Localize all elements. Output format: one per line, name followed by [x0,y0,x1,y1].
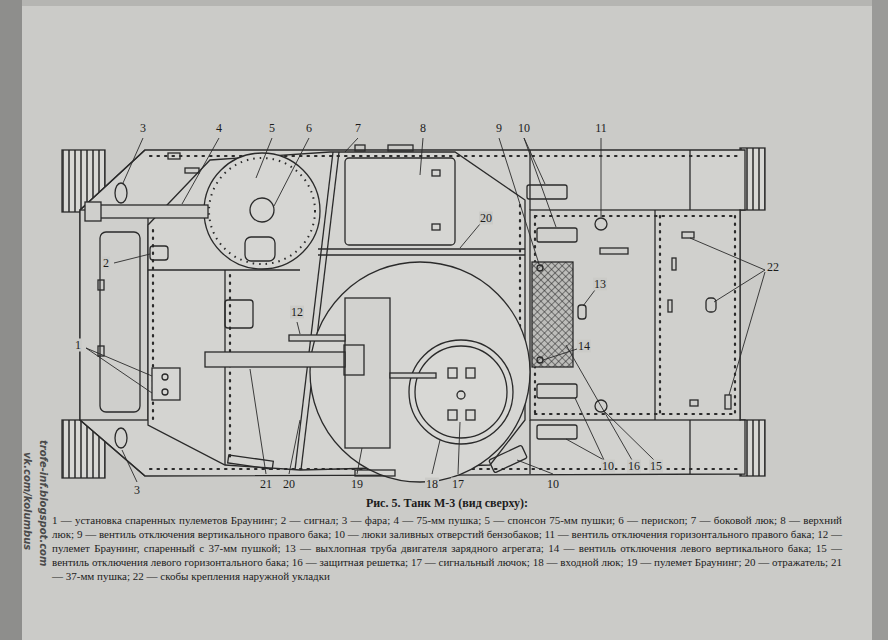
callout-number: 9 [495,122,503,135]
callout-number: 15 [649,460,663,473]
callout-number: 10 [601,460,615,473]
callout-number: 20 [479,212,493,225]
callout-number: 16 [627,460,641,473]
callout-number: 8 [419,122,427,135]
callout-number: 1 [74,339,82,352]
callout-number: 21 [259,478,273,491]
callout-number: 10 [517,122,531,135]
callout-number: 13 [593,278,607,291]
legend-text: 1 — установка спаренных пулеметов Брауни… [52,513,842,583]
callout-number: 2 [102,257,110,270]
callout-number: 3 [133,484,141,497]
callout-number: 4 [215,122,223,135]
watermark: vk.com/kolumbus [21,452,34,550]
callout-number: 22 [766,261,780,274]
callout-number: 18 [425,478,439,491]
callout-number: 12 [290,306,304,319]
callout-number: 5 [268,122,276,135]
watermark: trofe-inf.blogspot.com [37,440,50,566]
callout-number: 10 [546,478,560,491]
callout-number: 17 [451,478,465,491]
figure-caption: Рис. 5. Танк М-3 (вид сверху): [52,496,842,510]
callout-number: 7 [354,122,362,135]
callout-number: 20 [282,478,296,491]
callout-number: 11 [594,122,608,135]
callout-number: 19 [350,478,364,491]
callout-number: 6 [305,122,313,135]
callout-number: 3 [139,122,147,135]
callout-number: 14 [577,340,591,353]
